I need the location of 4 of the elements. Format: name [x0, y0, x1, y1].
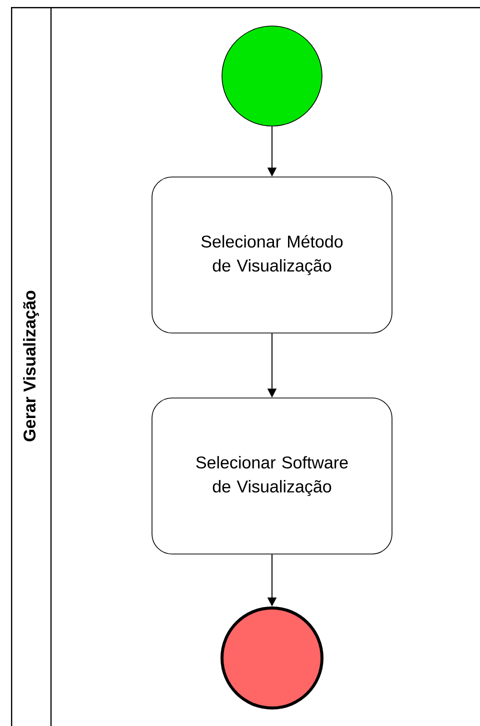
end-event-circle [220, 606, 324, 710]
start-event-circle [222, 26, 322, 126]
task-box: Selecionar Método de Visualização [152, 176, 392, 334]
task-box: Selecionar Software de Visualização [152, 398, 392, 554]
